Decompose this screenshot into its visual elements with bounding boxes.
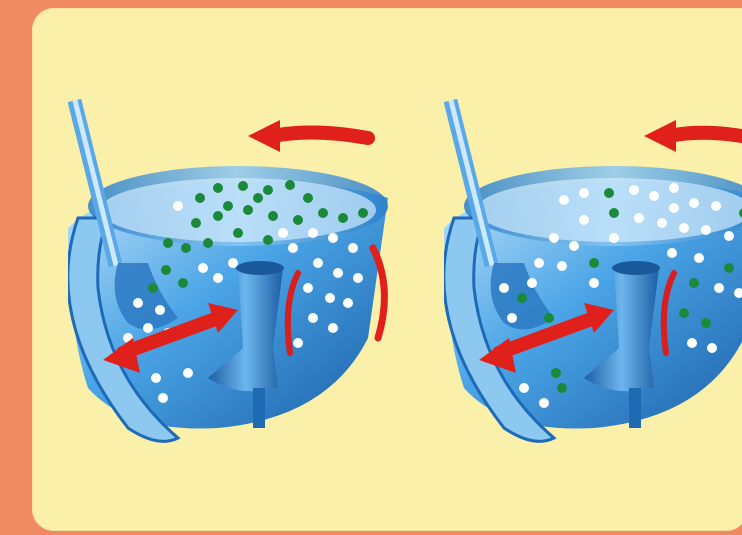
mixer-left-svg (68, 88, 398, 448)
illustration-panel (32, 8, 742, 531)
mixer-diagram-right (444, 88, 742, 448)
rotation-arrow-top (644, 120, 742, 152)
rotation-arrow-top (248, 120, 368, 152)
mixer-right-svg (444, 88, 742, 448)
mixer-diagram-left (68, 88, 398, 448)
